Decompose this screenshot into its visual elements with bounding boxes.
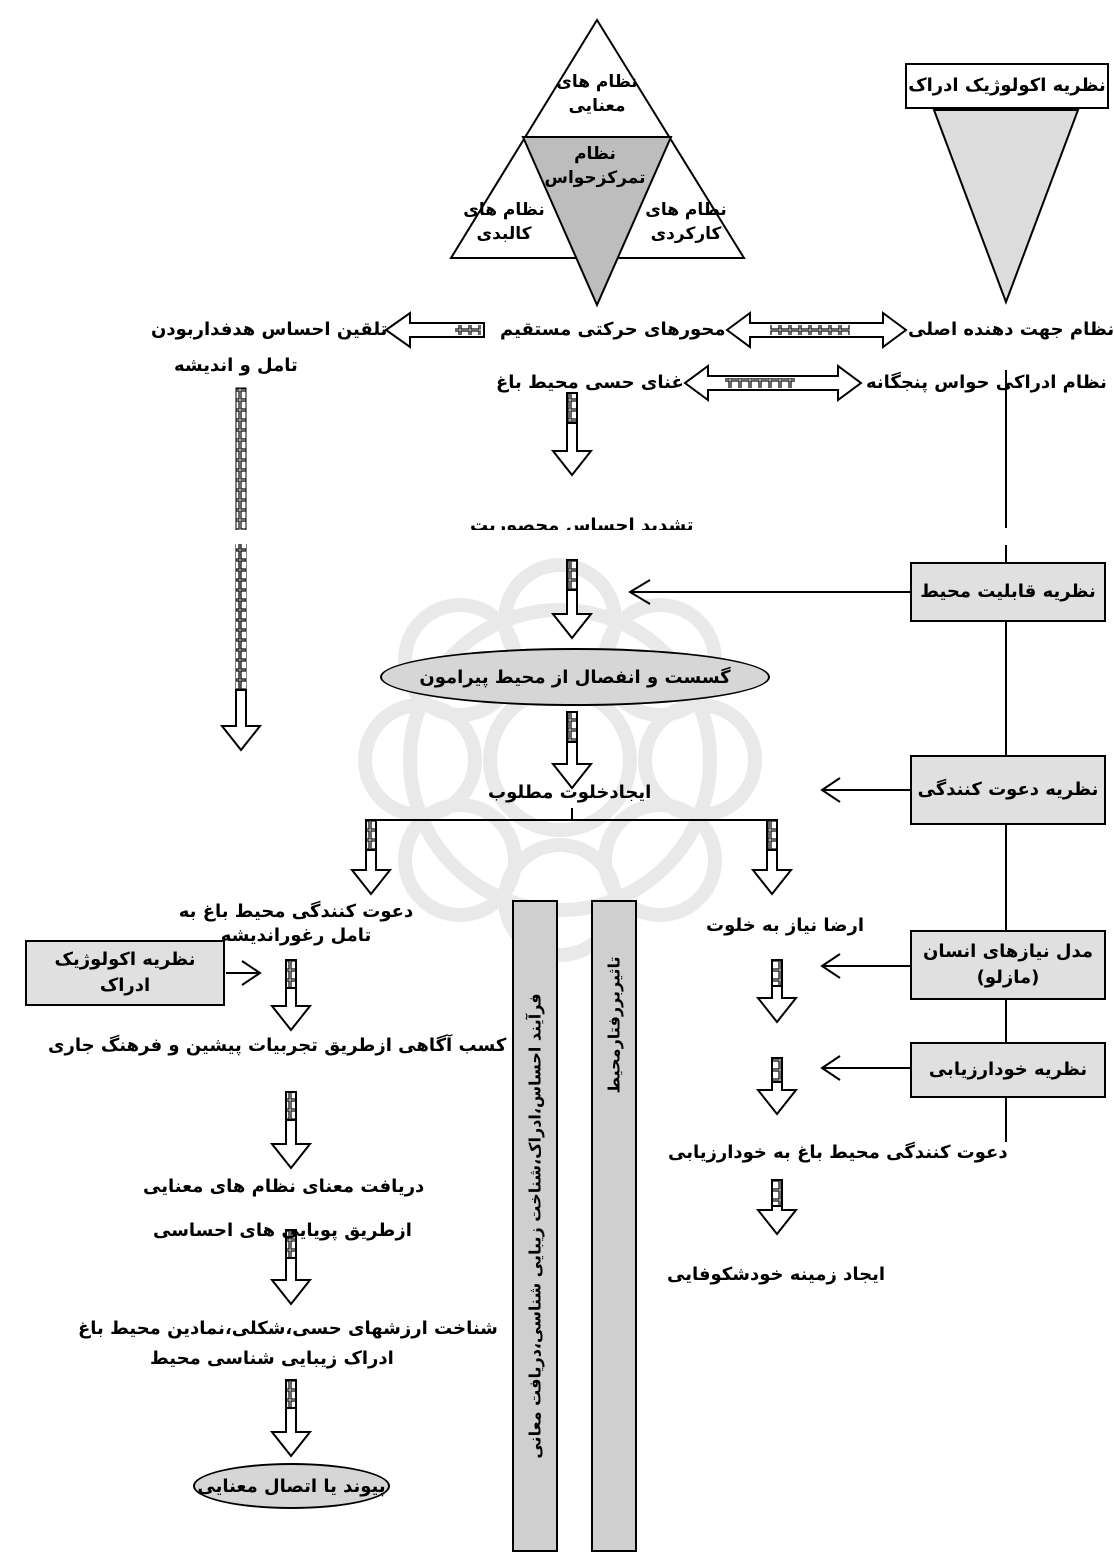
- double-arrow-axes: [725, 311, 908, 349]
- white-band: [0, 530, 1114, 544]
- process-bar: فرآیند احساس،ادراک،شناخت زیبایی شناسی،در…: [512, 900, 558, 1552]
- double-arrow-senses: [683, 364, 863, 402]
- arrow-to-purposeful: [384, 311, 485, 349]
- meaning-reception: دریافت معنای نظام های معنایی: [143, 1176, 425, 1197]
- process-bar-text: فرآیند احساس،ادراک،شناخت زیبایی شناسی،در…: [525, 993, 545, 1459]
- ecological-theory-box: نظریه اکولوژیک ادراک: [905, 63, 1109, 109]
- arrow-center-2: [550, 589, 594, 640]
- triangle-right-label: نظام های کارکردی: [645, 200, 727, 244]
- contemplation: تامل و اندیشه: [174, 355, 298, 376]
- arrow-fork-right: [750, 849, 794, 896]
- main-orienting-system: نظام جهت دهنده اصلی: [908, 319, 1114, 340]
- recognize-values: شناخت ارزشهای حسی،شکلی،نمادین محیط باغ: [78, 1318, 498, 1339]
- emotional-dynamics: ازطریق پویایی های احساسی: [153, 1220, 412, 1241]
- arrow-center-3: [550, 741, 594, 790]
- five-senses-system: نظام ادراکی حواس پنجگانه: [866, 372, 1107, 393]
- aesthetic-perception: ادراک زیبایی شناسی محیط: [150, 1348, 394, 1369]
- behavior-bar: تاثیربررفتارمحیط: [591, 900, 637, 1552]
- affordance-theory-box: نظریه قابلیت محیط: [910, 562, 1106, 622]
- direct-movement-axes: محورهای حرکتی مستقیم: [500, 319, 726, 340]
- triangle-left-label: نظام های کالبدی: [463, 200, 545, 244]
- ecological-theory-box-left: نظریه اکولوژیک ادراک: [25, 940, 225, 1006]
- disconnect-ellipse: گسست و انفصال از محیط پیرامون: [380, 648, 770, 706]
- arrow-left-column: [219, 689, 263, 752]
- arrow-left-1: [269, 987, 313, 1032]
- sensory-richness: غنای حسی محیط باغ: [496, 372, 684, 393]
- arrow-fork-left: [349, 849, 393, 896]
- triangle-diagram: [449, 18, 746, 308]
- triangle-center-label: نظام تمرکزحواس: [544, 144, 646, 188]
- arrow-right-1: [755, 985, 799, 1024]
- right-inverted-triangle: [932, 109, 1080, 305]
- meaning-bond-ellipse: پیوند یا اتصال معنایی: [193, 1463, 390, 1509]
- satisfy-privacy-need: ارضا نیاز به خلوت: [706, 915, 865, 936]
- behavior-bar-text: تاثیربررفتارمحیط: [604, 956, 624, 1094]
- invite-self-evaluation: دعوت کنندگی محیط باغ به خودارزیابی: [668, 1142, 1008, 1163]
- maslow-model-box: مدل نیازهای انسان (مازلو): [910, 930, 1106, 1000]
- inviting-theory-box: نظریه دعوت کنندگی: [910, 755, 1106, 825]
- arrow-right-3: [755, 1205, 799, 1236]
- self-actualization: ایجاد زمینه خودشکوفایی: [667, 1264, 886, 1285]
- self-evaluation-theory-box: نظریه خودارزیابی: [910, 1042, 1106, 1098]
- arrow-right-2: [755, 1081, 799, 1116]
- arrow-center-1: [550, 422, 594, 477]
- awareness-through-experience: کسب آگاهی ازطریق تجربیات پیشین و فرهنگ ج…: [48, 1035, 507, 1056]
- arrow-left-4: [269, 1407, 313, 1458]
- invite-contemplation: دعوت کنندگی محیط باغ به تامل رغوراندیشه: [178, 901, 414, 946]
- arrow-left-2: [269, 1119, 313, 1170]
- arrow-left-3: [269, 1257, 313, 1306]
- triangle-top-label: نظام های معنایی: [556, 72, 638, 116]
- desired-privacy: ایجادخلوت مطلوب: [488, 782, 652, 803]
- purposeful-feeling: تلقین احساس هدفداربودن: [151, 319, 388, 340]
